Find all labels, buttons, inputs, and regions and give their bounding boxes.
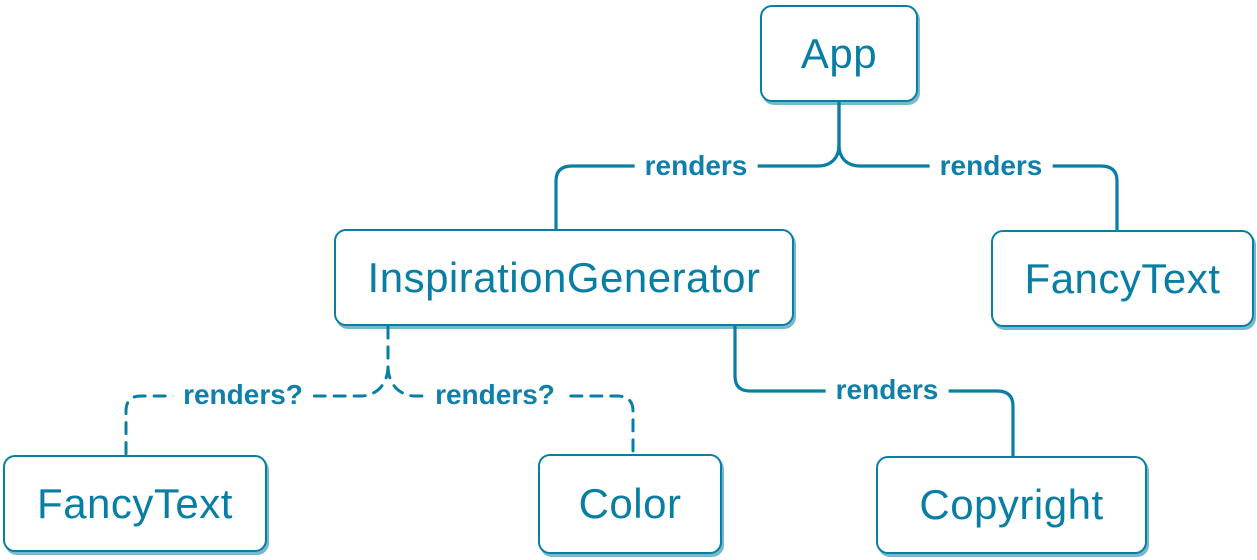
node-inspiration-generator-label: InspirationGenerator	[367, 253, 761, 301]
edge-inspiration-generator-to-fancy-text	[124, 325, 390, 457]
node-app-label: App	[800, 29, 878, 77]
edge-label-renders-copyright: renders	[825, 372, 949, 408]
edge-label-renders-app-fancytext: renders	[929, 148, 1053, 184]
node-color: Color	[538, 454, 722, 554]
node-inspiration-generator: InspirationGenerator	[334, 229, 794, 326]
node-copyright: Copyright	[876, 456, 1147, 554]
node-fancy-text-bottom: FancyText	[3, 455, 267, 552]
node-copyright-label: Copyright	[919, 481, 1104, 528]
edge-label-renders-app-inspiration: renders	[634, 148, 758, 184]
node-fancy-text-bottom-label: FancyText	[37, 479, 233, 527]
node-fancy-text-top: FancyText	[991, 230, 1254, 327]
edge-label-renders-question-color: renders?	[425, 377, 565, 413]
node-app: App	[760, 5, 918, 102]
node-fancy-text-top-label: FancyText	[1024, 254, 1221, 302]
edge-label-renders-question-fancytext: renders?	[173, 377, 313, 413]
node-color-label: Color	[578, 480, 682, 527]
